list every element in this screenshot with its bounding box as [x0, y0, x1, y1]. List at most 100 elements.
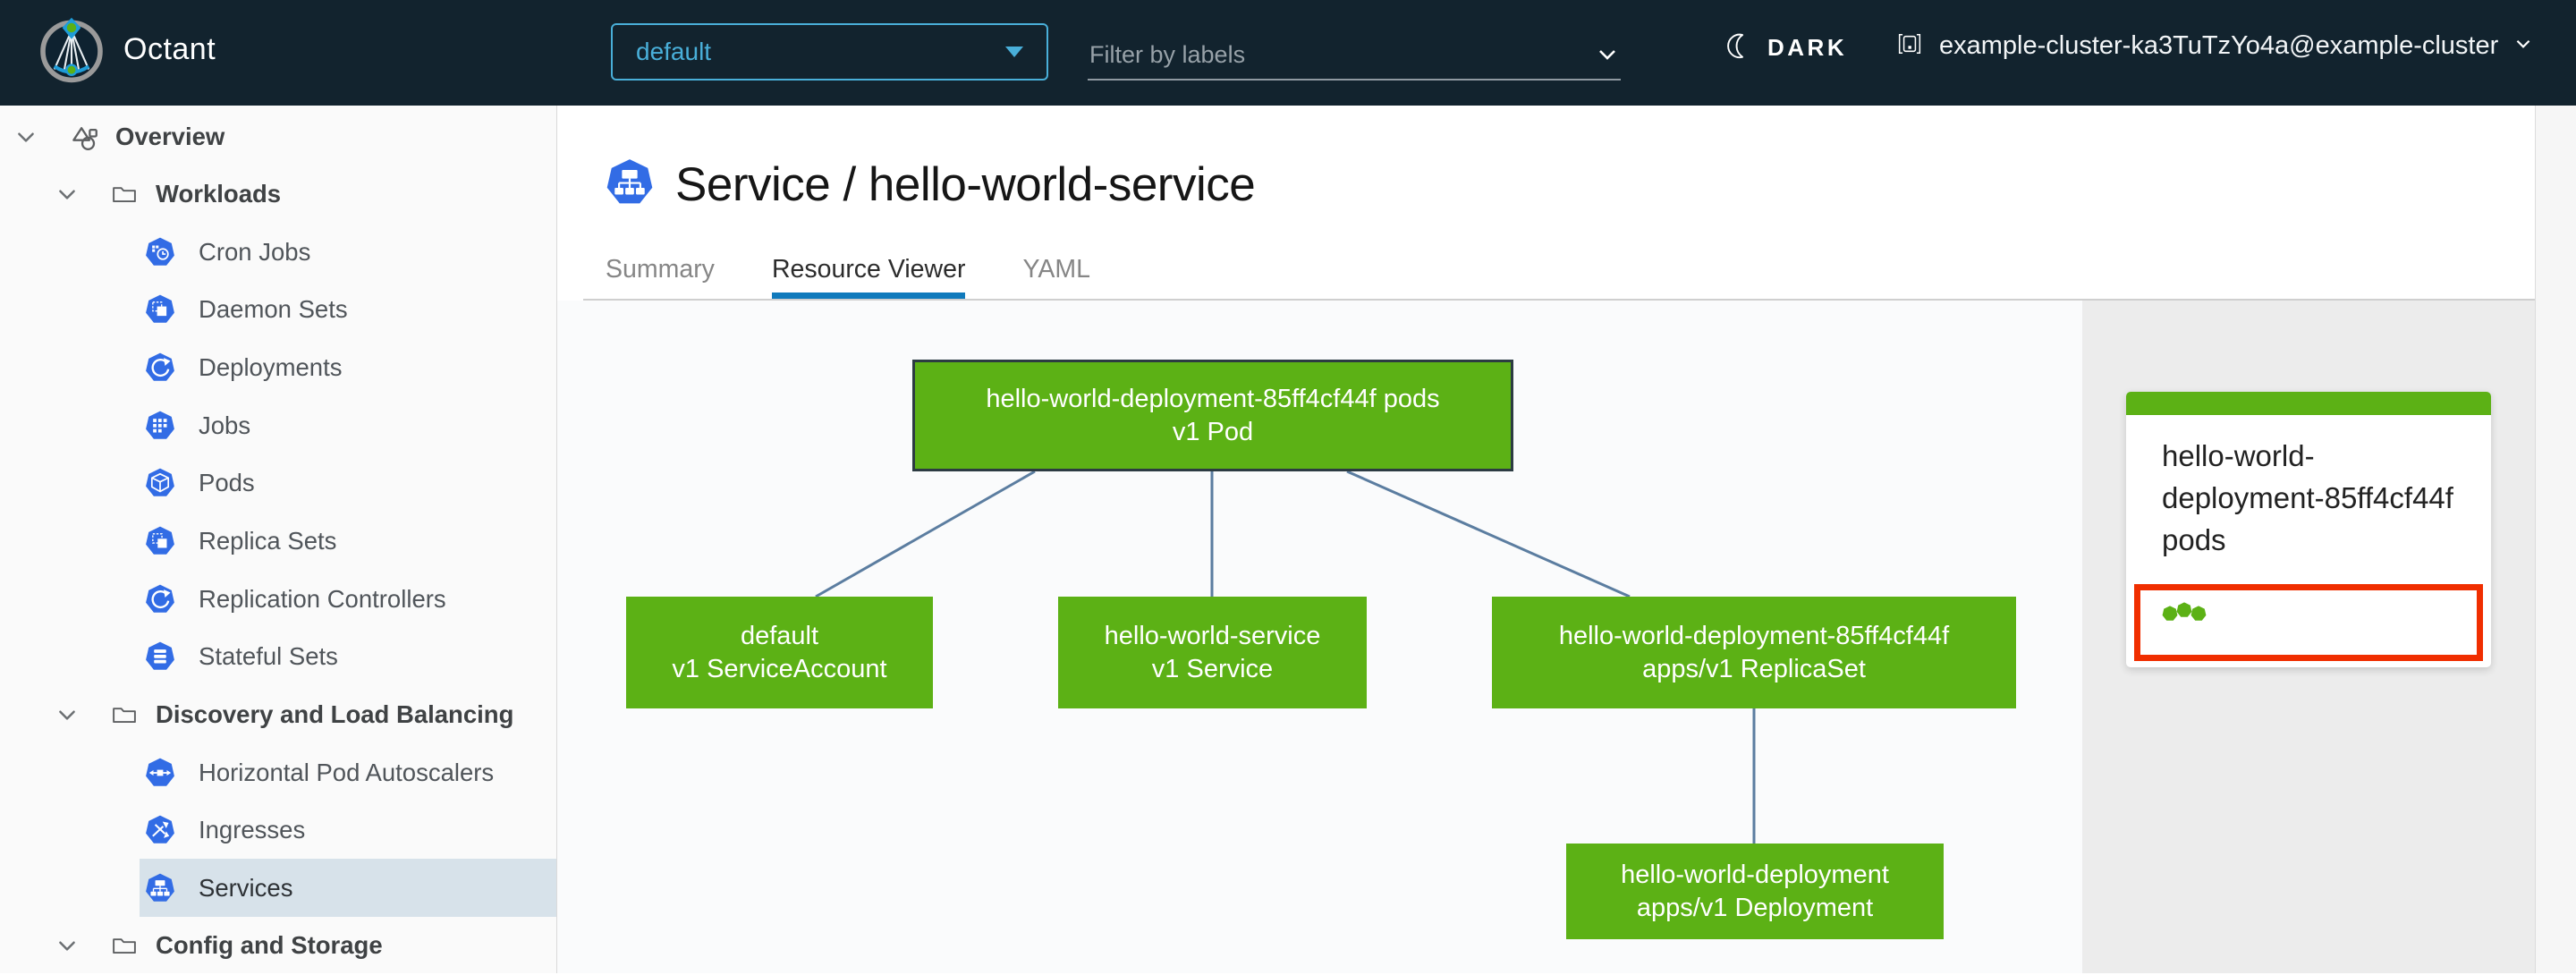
sidebar-item-discovery-and-load-balancing[interactable]: Discovery and Load Balancing: [0, 685, 556, 743]
tab-yaml[interactable]: YAML: [1022, 255, 1090, 284]
daemonsets-icon: [145, 294, 175, 325]
graph-edges: [815, 470, 1756, 844]
statefulsets-icon: [145, 641, 175, 672]
chevron-down-icon[interactable]: [55, 182, 79, 206]
sidebar-item-label: Pods: [199, 469, 255, 497]
sidebar-item-workloads[interactable]: Workloads: [0, 165, 556, 224]
sidebar-group-label: Workloads: [156, 180, 282, 208]
app-name: Octant: [123, 31, 216, 66]
app-header: Octant default DARK example-clust: [0, 0, 2576, 106]
namespace-value: default: [636, 38, 712, 65]
graph-node-name: default: [740, 621, 819, 650]
sidebar-item-label: Services: [199, 873, 293, 902]
sidebar-item-services[interactable]: Services: [0, 859, 556, 918]
pods-icon: [145, 468, 175, 498]
graph-node-name: hello-world-service: [1104, 621, 1321, 650]
hpa-icon: [145, 758, 175, 788]
theme-toggle[interactable]: DARK: [1723, 30, 1847, 65]
sidebar-group-label: Overview: [115, 122, 225, 150]
sidebar-item-config-and-storage[interactable]: Config and Storage: [0, 917, 556, 975]
sidebar-item-horizontal-pod-autoscalers[interactable]: Horizontal Pod Autoscalers: [0, 743, 556, 801]
theme-toggle-label: DARK: [1767, 34, 1848, 61]
graph-node-name: hello-world-deployment-85ff4cf44f pods: [986, 384, 1440, 413]
tab-divider: [583, 299, 2535, 301]
page-header: Service / hello-world-service: [606, 157, 1256, 212]
sidebar-item-stateful-sets[interactable]: Stateful Sets: [0, 628, 556, 686]
sidebar-item-overview[interactable]: Overview: [0, 107, 556, 165]
pod-status-card: hello-world-deployment-85ff4cf44f pods: [2126, 392, 2491, 667]
graph-edge-pod-serviceaccount: [815, 470, 1036, 598]
sidebar-item-label: Horizontal Pod Autoscalers: [199, 758, 495, 786]
pod-status-dots: [2162, 602, 2477, 622]
sidebar-item-deployments[interactable]: Deployments: [0, 339, 556, 397]
ingresses-icon: [145, 815, 175, 845]
sidebar-item-pods[interactable]: Pods: [0, 454, 556, 513]
chevron-down-icon[interactable]: [55, 934, 79, 957]
namespace-selector[interactable]: default: [611, 23, 1048, 81]
graph-node-kind: apps/v1 Deployment: [1636, 893, 1874, 922]
replicationcontrollers-icon: [145, 584, 175, 615]
sidebar-item-replica-sets[interactable]: Replica Sets: [0, 512, 556, 570]
pod-status-dot: [2176, 602, 2192, 618]
chevron-down-icon: [2512, 33, 2534, 59]
sidebar-item-label: Jobs: [199, 411, 251, 439]
graph-node-name: hello-world-deployment-85ff4cf44f: [1558, 621, 1950, 650]
sidebar-item-label: Daemon Sets: [199, 295, 348, 324]
service-icon: [606, 158, 654, 211]
cluster-icon: [1894, 29, 1925, 64]
services-icon: [145, 873, 175, 903]
page-title: Service / hello-world-service: [675, 158, 1256, 211]
pod-status-dot: [2190, 606, 2207, 622]
sidebar-item-label: Ingresses: [199, 816, 306, 844]
label-filter-input[interactable]: [1088, 39, 1594, 70]
sidebar-item-label: Deployments: [199, 353, 343, 382]
tab-summary[interactable]: Summary: [606, 255, 715, 284]
caret-down-icon: [1005, 47, 1023, 57]
sidebar-item-ingresses[interactable]: Ingresses: [0, 801, 556, 860]
objects-icon: [66, 120, 99, 153]
sidebar-item-label: Cron Jobs: [199, 237, 311, 266]
sidebar-item-cron-jobs[interactable]: Cron Jobs: [0, 223, 556, 281]
label-filter: [1088, 30, 1621, 81]
graph-node-pod[interactable]: hello-world-deployment-85ff4cf44f pods v1…: [912, 360, 1513, 471]
cronjobs-icon: [145, 237, 175, 267]
graph-node-serviceaccount[interactable]: default v1 ServiceAccount: [626, 597, 933, 708]
graph-node-service[interactable]: hello-world-service v1 Service: [1058, 597, 1367, 708]
chevron-down-icon[interactable]: [55, 703, 79, 726]
sidebar-item-replication-controllers[interactable]: Replication Controllers: [0, 570, 556, 628]
sidebar-item-jobs[interactable]: Jobs: [0, 396, 556, 454]
graph-node-deployment[interactable]: hello-world-deployment apps/v1 Deployment: [1566, 844, 1944, 939]
tab-resource-viewer[interactable]: Resource Viewer: [771, 253, 965, 299]
sidebar-item-daemon-sets[interactable]: Daemon Sets: [0, 281, 556, 339]
context-label: example-cluster-ka3TuTzYo4a@example-clus…: [1939, 31, 2499, 60]
folder-icon: [109, 179, 140, 209]
graph-node-kind: v1 ServiceAccount: [672, 654, 887, 683]
graph-node-name: hello-world-deployment: [1621, 860, 1889, 889]
sidebar-group-label: Config and Storage: [156, 931, 383, 960]
pod-status-section: [2134, 584, 2483, 661]
moon-icon: [1723, 30, 1753, 65]
sidebar-item-label: Replication Controllers: [199, 584, 446, 613]
sidebar-group-label: Discovery and Load Balancing: [156, 699, 514, 728]
context-switcher[interactable]: example-cluster-ka3TuTzYo4a@example-clus…: [1894, 29, 2534, 64]
chevron-down-icon[interactable]: [1594, 41, 1621, 68]
folder-icon: [109, 699, 140, 730]
graph-node-kind: apps/v1 ReplicaSet: [1642, 654, 1866, 683]
graph-node-replicaset[interactable]: hello-world-deployment-85ff4cf44f apps/v1…: [1492, 597, 2016, 708]
octant-logo-icon: [36, 13, 107, 85]
deployments-icon: [145, 352, 175, 383]
octant-logo: Octant: [36, 13, 216, 85]
graph-edge-pod-replicaset: [1346, 470, 1631, 598]
tab-bar: Summary Resource Viewer YAML: [606, 253, 1090, 299]
chevron-down-icon[interactable]: [14, 125, 38, 148]
card-title: hello-world-deployment-85ff4cf44f pods: [2162, 439, 2453, 556]
sidebar-item-label: Stateful Sets: [199, 642, 338, 671]
graph-node-kind: v1 Service: [1151, 654, 1274, 683]
pod-status-dot: [2162, 606, 2178, 622]
graph-node-kind: v1 Pod: [1172, 417, 1254, 446]
detail-panel: hello-world-deployment-85ff4cf44f pods: [2082, 301, 2535, 973]
scrollbar-track[interactable]: [2535, 106, 2576, 973]
replicasets-icon: [145, 526, 175, 556]
jobs-icon: [145, 411, 175, 441]
